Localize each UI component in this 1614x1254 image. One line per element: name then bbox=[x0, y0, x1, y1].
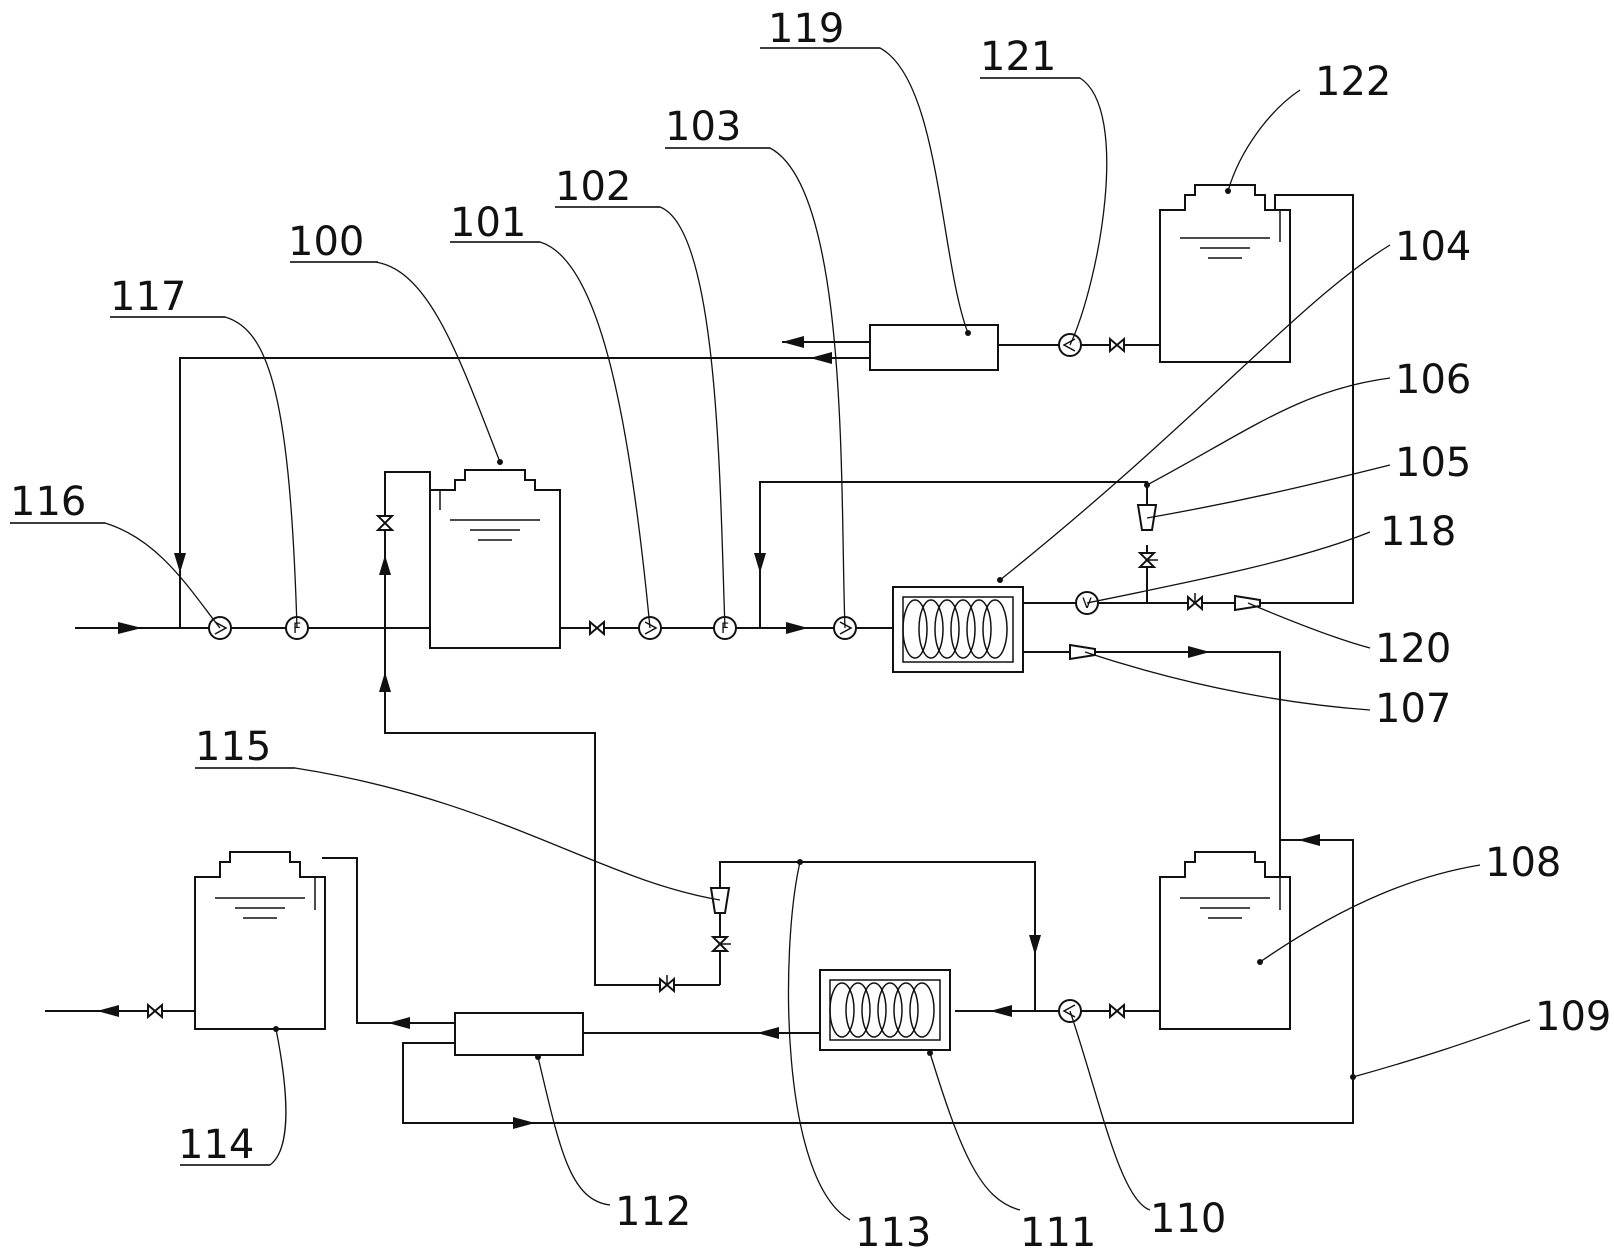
label-105: 105 bbox=[1395, 440, 1471, 486]
label-121: 121 bbox=[980, 34, 1056, 80]
valve-120-branch bbox=[1187, 593, 1203, 612]
label-100: 100 bbox=[288, 219, 364, 265]
valve-106-branch bbox=[1137, 552, 1158, 568]
label-112: 112 bbox=[615, 1189, 691, 1235]
label-122: 122 bbox=[1315, 59, 1391, 105]
label-110: 110 bbox=[1150, 1196, 1226, 1242]
valve-inlet-100 bbox=[375, 515, 395, 531]
tank-108 bbox=[1159, 851, 1291, 1030]
label-117: 117 bbox=[110, 274, 186, 320]
label-101: 101 bbox=[450, 200, 526, 246]
tank-114 bbox=[194, 851, 326, 1030]
valve-115-branch bbox=[710, 936, 731, 952]
label-114: 114 bbox=[178, 1122, 254, 1168]
valve-outlet-122 bbox=[1109, 336, 1125, 354]
heat-exchanger-111 bbox=[819, 969, 951, 1051]
label-119: 119 bbox=[768, 6, 844, 52]
label-108: 108 bbox=[1485, 840, 1561, 886]
valve-outlet-114 bbox=[147, 1002, 163, 1020]
label-102: 102 bbox=[555, 164, 631, 210]
valve-bottom-left bbox=[659, 975, 675, 994]
trap-120 bbox=[1234, 594, 1261, 612]
label-113: 113 bbox=[855, 1210, 931, 1254]
component-labels: 100 101 102 103 104 106 105 118 120 107 … bbox=[10, 6, 1611, 1254]
label-107: 107 bbox=[1375, 686, 1451, 732]
svg-text:V: V bbox=[1082, 596, 1092, 612]
label-106: 106 bbox=[1395, 357, 1471, 403]
svg-text:F: F bbox=[721, 621, 729, 637]
label-120: 120 bbox=[1375, 626, 1451, 672]
label-116: 116 bbox=[10, 479, 86, 525]
label-104: 104 bbox=[1395, 224, 1471, 270]
label-109: 109 bbox=[1535, 994, 1611, 1040]
label-111: 111 bbox=[1020, 1210, 1096, 1254]
svg-text:F: F bbox=[293, 621, 301, 637]
heat-exchanger-104 bbox=[892, 586, 1024, 673]
tank-122 bbox=[1159, 184, 1291, 363]
label-103: 103 bbox=[665, 104, 741, 150]
tank-100 bbox=[429, 469, 561, 649]
valve-outlet-100 bbox=[589, 619, 605, 637]
separator-112 bbox=[454, 1012, 584, 1056]
label-underlines bbox=[10, 47, 1080, 1166]
label-115: 115 bbox=[195, 724, 271, 770]
label-118: 118 bbox=[1380, 509, 1456, 555]
rotameter-115 bbox=[709, 887, 731, 914]
separator-119 bbox=[869, 324, 999, 371]
flow-arrows bbox=[97, 336, 1320, 1129]
valve-outlet-108 bbox=[1109, 1002, 1125, 1020]
leader-lines bbox=[10, 47, 1531, 1221]
trap-107 bbox=[1069, 643, 1096, 661]
